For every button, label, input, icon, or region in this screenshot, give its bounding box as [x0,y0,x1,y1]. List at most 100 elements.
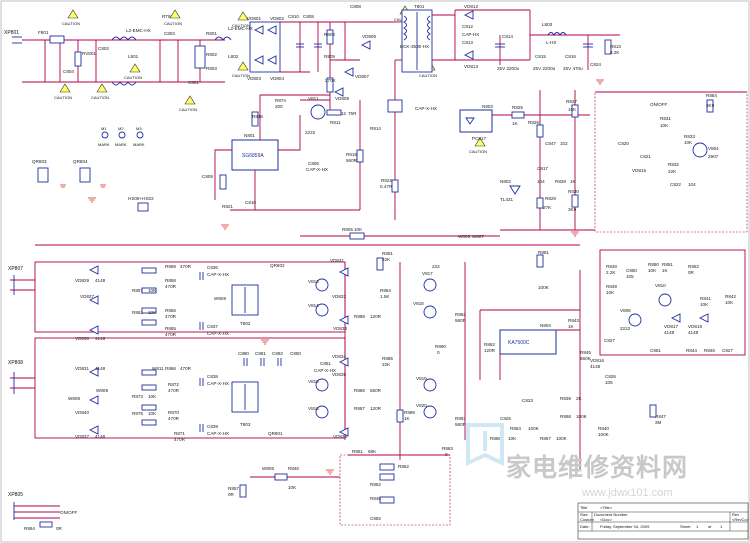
svg-text:560R: 560R [346,158,358,163]
svg-text:L2-EMC-HX: L2-EMC-HX [126,28,151,33]
svg-text:R808: R808 [324,32,335,37]
svg-text:104: 104 [537,179,545,184]
svg-text:R831: R831 [660,116,671,121]
svg-text:VD836: VD836 [333,434,347,439]
svg-text:0R: 0R [688,270,695,275]
svg-text:C836: C836 [207,265,218,270]
svg-text:0: 0 [445,452,448,457]
bias-resistors [141,267,157,426]
svg-text:R815: R815 [346,152,357,157]
svg-text:1K: 1K [568,324,575,329]
svg-text:R841: R841 [700,296,711,301]
svg-text:C880: C880 [238,351,249,356]
svg-text:2222: 2222 [305,130,316,135]
svg-text:10K: 10K [148,394,157,399]
svg-text:R852: R852 [688,264,699,269]
svg-text:VD815: VD815 [632,168,646,173]
svg-text:C801: C801 [188,80,199,85]
svg-text:8.2K: 8.2K [610,50,620,55]
svg-text:R859: R859 [165,264,176,269]
svg-text:VD817: VD817 [664,324,678,329]
svg-text:V819: V819 [416,376,427,381]
svg-text:R813: R813 [610,44,621,49]
svg-text:10K: 10K [148,288,157,293]
svg-text:1: 1 [696,524,699,529]
svg-text:R884: R884 [706,93,717,98]
svg-text:R830: R830 [568,189,579,194]
svg-text:1: 1 [720,524,723,529]
svg-text:CAUTION: CAUTION [124,75,142,80]
svg-text:470R: 470R [180,264,192,269]
svg-text:R886: R886 [354,388,365,393]
svg-text:R881: R881 [538,250,549,255]
svg-text:CAUTION: CAUTION [54,95,72,100]
svg-text:470R: 470R [165,332,177,337]
svg-text:10K: 10K [725,300,734,305]
svg-text:R881: R881 [382,251,393,256]
svg-text:VD830: VD830 [75,336,89,341]
svg-text:CAUTION: CAUTION [179,107,197,112]
svg-text:Title: Title [580,505,588,510]
mark-icon [118,131,126,139]
svg-text:102: 102 [560,141,568,146]
link-row: R805 10K W805 W807 [35,227,580,246]
svg-text:R852: R852 [370,482,381,487]
svg-text:100K: 100K [598,432,610,437]
svg-text:R875: R875 [132,411,143,416]
svg-text:C802: C802 [98,46,109,51]
svg-text:200: 200 [275,104,283,109]
svg-text:470R: 470R [165,284,177,289]
svg-text:10K: 10K [148,411,157,416]
svg-text:4148: 4148 [688,330,699,335]
svg-text:222: 222 [432,264,440,269]
svg-text:120R: 120R [370,406,382,411]
svg-text:R852: R852 [398,464,409,469]
svg-text:RT801: RT801 [162,14,176,19]
svg-text:VD816: VD816 [688,324,702,329]
svg-text:C814: C814 [502,34,513,39]
svg-text:100K: 100K [528,426,540,431]
svg-text:560K: 560K [580,356,592,361]
svg-text:R849: R849 [606,284,617,289]
svg-text:1K: 1K [662,268,669,273]
svg-text:120R: 120R [370,314,382,319]
svg-text:10K: 10K [606,290,615,295]
svg-text:R874: R874 [275,98,286,103]
svg-text:VD812: VD812 [464,4,478,9]
svg-text:CAP-X-HX: CAP-X-HX [207,431,229,436]
svg-text:22K: 22K [382,257,391,262]
svg-text:R862: R862 [484,342,495,347]
svg-text:CAP-X-HX: CAP-X-HX [314,368,336,373]
svg-text:270K: 270K [325,78,337,83]
svg-text:L803: L803 [542,22,553,27]
svg-text:3K9: 3K9 [706,103,715,108]
svg-text:10K: 10K [684,140,693,145]
svg-text:R840: R840 [598,426,609,431]
svg-text:R842: R842 [725,294,736,299]
svg-text:C809: C809 [202,174,213,179]
svg-text:RV801: RV801 [82,51,96,56]
svg-text:MARK: MARK [115,142,127,147]
svg-text:R825: R825 [512,105,523,110]
svg-text:VD802: VD802 [270,16,284,21]
svg-text:V814: V814 [308,303,319,308]
svg-text:C847: C847 [545,141,556,146]
svg-text:L801: L801 [128,54,139,59]
svg-text:QR801: QR801 [268,431,283,436]
svg-text:100K: 100K [576,414,588,419]
svg-text:0R: 0R [56,526,63,531]
svg-text:R867: R867 [540,436,551,441]
xp801-label: XP801 [4,30,19,36]
svg-text:M3: M3 [136,126,142,131]
svg-text:Document Number: Document Number [594,512,628,517]
svg-text:Date:: Date: [580,524,590,529]
svg-text:R826: R826 [528,120,539,125]
svg-text:100K: 100K [538,285,550,290]
svg-text:0: 0 [437,350,440,355]
svg-text:R847: R847 [655,414,666,419]
svg-text:R822: R822 [381,178,392,183]
svg-text:C812: C812 [462,24,473,29]
svg-text:R833: R833 [684,134,695,139]
svg-text:C838: C838 [207,374,218,379]
svg-text:PC817: PC817 [472,136,486,141]
